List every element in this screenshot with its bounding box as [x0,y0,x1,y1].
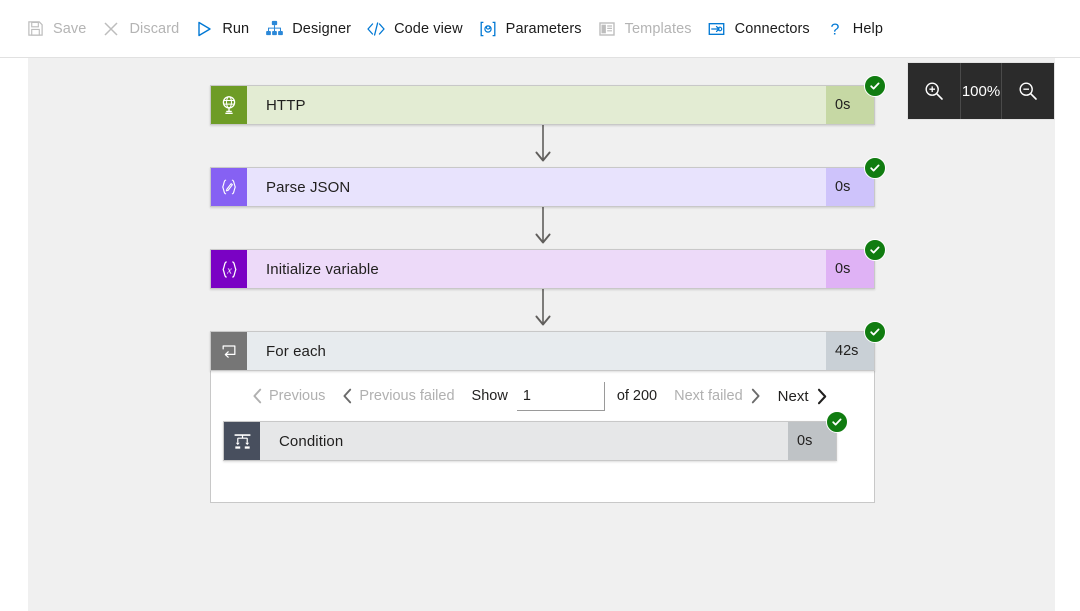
show-input[interactable] [516,381,605,411]
connector-arrow [210,289,875,331]
braces-x-icon: x [211,250,247,288]
for-each-body: Condition 0s [211,411,874,461]
connectors-icon [706,18,728,40]
next-label: Next [777,387,809,405]
previous-failed-button[interactable]: Previous failed [342,388,455,404]
discard-label: Discard [129,20,180,37]
svg-text:?: ? [830,21,839,38]
next-failed-button[interactable]: Next failed [674,388,761,404]
parameters-button[interactable]: Parameters [477,12,582,46]
help-button[interactable]: ? Help [824,12,883,46]
loop-icon [211,332,247,370]
action-name: Initialize variable [266,260,379,278]
connector-arrow [210,125,875,167]
code-view-button[interactable]: Code view [365,12,463,46]
action-card-parse-json[interactable]: Parse JSON 0s [210,157,886,207]
zoom-out-button[interactable] [1002,63,1054,119]
connectors-label: Connectors [734,20,810,37]
status-badge-succeeded [864,239,886,261]
chevron-left-icon [342,388,353,404]
code-view-label: Code view [394,20,463,37]
parameters-label: Parameters [505,20,582,37]
action-name: Condition [279,432,344,450]
previous-label: Previous [269,388,326,404]
save-button[interactable]: Save [24,12,86,46]
previous-button[interactable]: Previous [252,388,325,404]
run-button[interactable]: Run [193,12,249,46]
status-badge-succeeded [864,321,886,343]
discard-icon [100,18,122,40]
chevron-left-icon [252,388,263,404]
connector-arrow [210,207,875,249]
top-toolbar: Save Discard Run Designer Code view [0,0,1080,58]
code-view-icon [365,18,387,40]
action-card-for-each[interactable]: For each 42s [210,321,886,371]
status-badge-succeeded [864,75,886,97]
zoom-in-button[interactable] [908,63,960,119]
help-icon: ? [824,18,846,40]
svg-text:x: x [226,265,232,276]
next-button[interactable]: Next [778,388,828,405]
save-label: Save [53,20,87,37]
zoom-control: 100% [907,62,1055,120]
show-label: Show [471,388,508,404]
status-badge-succeeded [864,157,886,179]
magnifier-minus-icon [1019,82,1037,100]
action-card-http[interactable]: HTTP 0s [210,75,886,125]
help-label: Help [852,20,884,37]
templates-button[interactable]: Templates [596,12,692,46]
previous-failed-label: Previous failed [359,388,455,404]
run-icon [193,18,215,40]
action-name: Parse JSON [266,178,351,196]
zoom-level-value: 100% [960,63,1002,119]
templates-label: Templates [624,20,692,37]
globe-icon [211,86,247,124]
braces-pen-icon [211,168,247,206]
status-badge-succeeded [826,411,848,433]
designer-icon [263,18,285,40]
condition-icon [224,422,260,460]
next-failed-label: Next failed [674,388,743,404]
for-each-container: Previous Previous failed Show of 200 Nex… [210,371,875,503]
designer-button[interactable]: Designer [263,12,351,46]
action-name: HTTP [266,96,306,114]
templates-icon [596,18,618,40]
designer-label: Designer [292,20,352,37]
discard-button[interactable]: Discard [100,12,179,46]
workflow-graph: HTTP 0s Parse JSON 0s [210,75,886,503]
chevron-right-icon [750,388,761,404]
save-icon [24,18,46,40]
parameters-icon [477,18,499,40]
action-name: For each [266,342,326,360]
run-label: Run [222,20,250,37]
magnifier-plus-icon [925,82,943,100]
action-card-initialize-variable[interactable]: x Initialize variable 0s [210,239,886,289]
of-total-label: of 200 [616,388,658,404]
action-card-condition[interactable]: Condition 0s [223,411,848,461]
connectors-button[interactable]: Connectors [706,12,810,46]
chevron-right-icon [816,388,828,405]
for-each-pagination: Previous Previous failed Show of 200 Nex… [211,371,874,421]
designer-canvas[interactable]: 100% HTTP 0s [28,58,1055,611]
